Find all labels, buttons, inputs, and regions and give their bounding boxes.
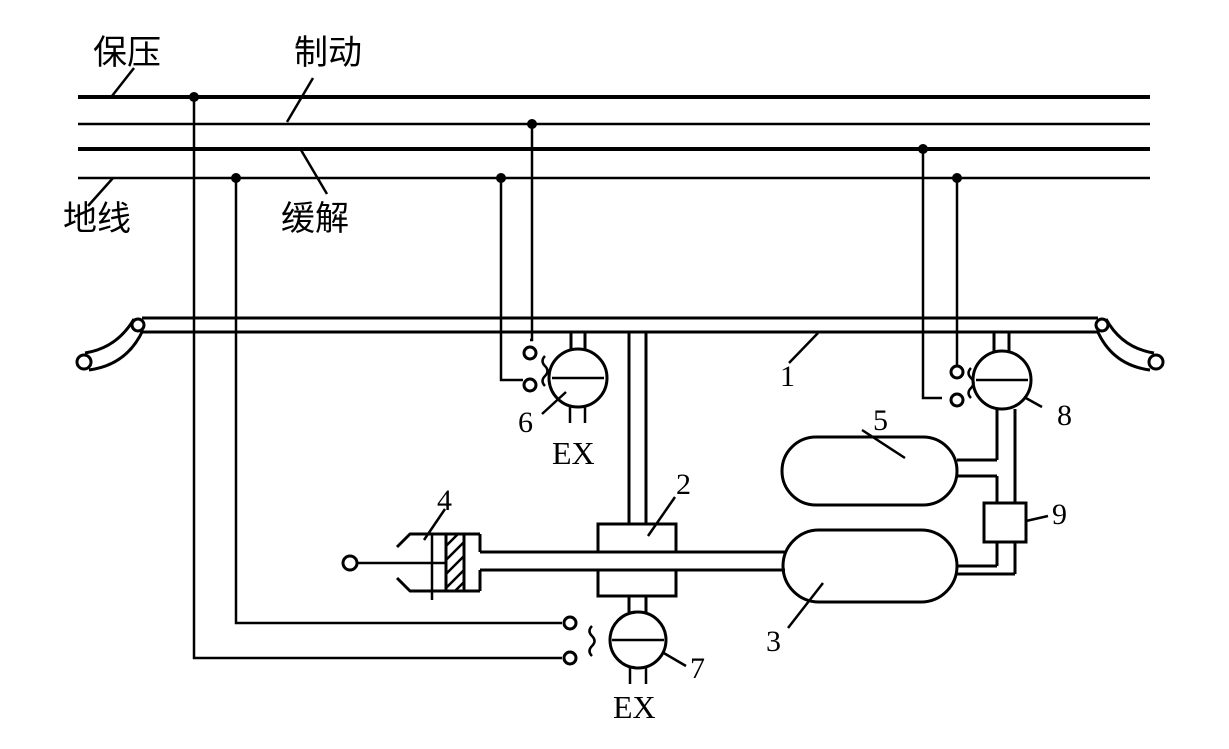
relay-valve-2 bbox=[596, 496, 678, 598]
branch-to-valve-6 bbox=[569, 332, 587, 350]
coil-terminal bbox=[949, 364, 965, 380]
reservoir-5 bbox=[780, 428, 999, 507]
branch-pipe-to-2 bbox=[627, 332, 648, 524]
electro-valve-6 bbox=[522, 345, 609, 423]
electro-valve-8 bbox=[949, 349, 1043, 503]
main-horizontal-pipes bbox=[480, 550, 785, 572]
label-holding: 保压 bbox=[93, 33, 161, 73]
exhaust-label-6: EX bbox=[552, 435, 595, 471]
number-6: 6 bbox=[518, 406, 533, 439]
branch-to-valve-8 bbox=[992, 332, 1011, 352]
brake-cylinder-4 bbox=[341, 508, 482, 600]
number-1: 1 bbox=[780, 360, 795, 393]
number-9: 9 bbox=[1052, 498, 1067, 531]
number-3: 3 bbox=[766, 625, 781, 658]
reservoir-3 bbox=[781, 528, 1015, 629]
coil-terminal bbox=[562, 650, 578, 666]
coil-terminal bbox=[949, 392, 965, 408]
number-5: 5 bbox=[873, 404, 888, 437]
label-ground: 地线 bbox=[63, 199, 131, 239]
train-lines bbox=[78, 95, 1150, 180]
brake-pipe bbox=[75, 316, 1165, 372]
label-leaders bbox=[87, 67, 329, 207]
piston-rod-end bbox=[341, 554, 359, 572]
junction-dots bbox=[189, 92, 962, 183]
exhaust-label-7: EX bbox=[613, 689, 656, 725]
coil-terminal bbox=[522, 377, 538, 393]
number-8: 8 bbox=[1057, 399, 1072, 432]
signal-wires bbox=[192, 97, 959, 660]
coil-terminal bbox=[562, 615, 578, 631]
label-braking: 制动 bbox=[294, 33, 362, 73]
number-2: 2 bbox=[676, 468, 691, 501]
electro-valve-7 bbox=[562, 596, 687, 684]
coil-terminal bbox=[522, 345, 538, 361]
number-7: 7 bbox=[690, 652, 705, 685]
number-4: 4 bbox=[437, 484, 452, 517]
element-9 bbox=[982, 501, 1049, 574]
label-release: 缓解 bbox=[281, 199, 349, 239]
